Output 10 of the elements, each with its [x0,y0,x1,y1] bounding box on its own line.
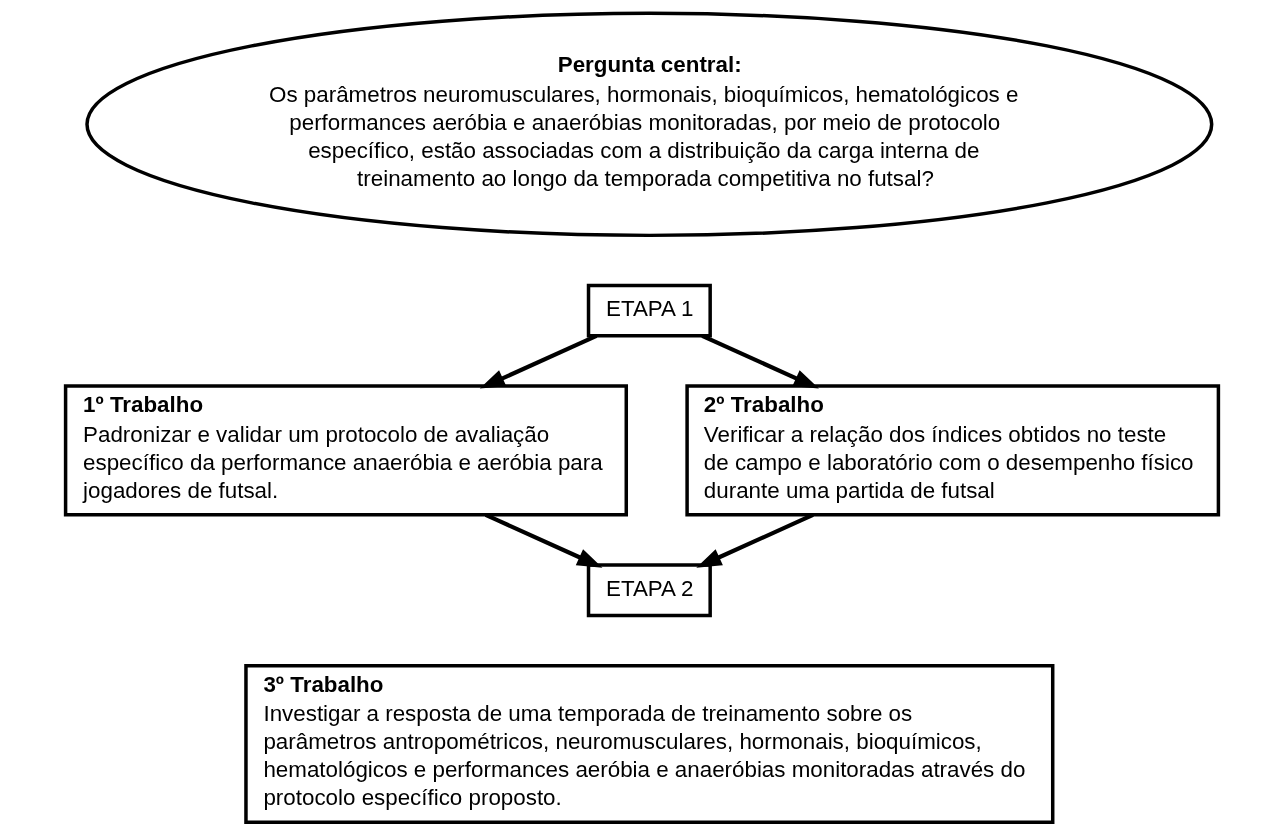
node-box: ETAPA 1 [586,283,712,338]
node-box: 3º Trabalho Investigar a resposta de uma temporada de treinamento sobre os parâmetros antropométricos, neuromusculares, hormonais, bioquímicos, hematológicos e performances aeróbia e anaeróbias monitoradas através do protocolo específico proposto. [244,664,1055,825]
node-ellipse: Pergunta central: Os parâmetros neuromusculares, hormonais, bioquímicos, hematológicos e performances aeróbia e anaeróbias monitoradas, por meio de protocolo específico, estão associadas com a distribuição da carga interna de treinamento ao longo da temporada competitiva no futsal? [85,11,1214,238]
arrow [484,513,603,568]
arrow [696,513,814,568]
arrow [479,333,598,389]
node-box: 2º Trabalho Verificar a relação dos índices obtidos no teste de campo e laboratório com o desempenho físico durante uma partida de futsal [685,384,1221,517]
arrow [701,333,819,389]
node-box: 1º Trabalho Padronizar e validar um protocolo de avaliação específico da performance anaeróbia e aeróbia para jogadores de futsal. [63,384,628,517]
node-box: ETAPA 2 [586,563,712,618]
